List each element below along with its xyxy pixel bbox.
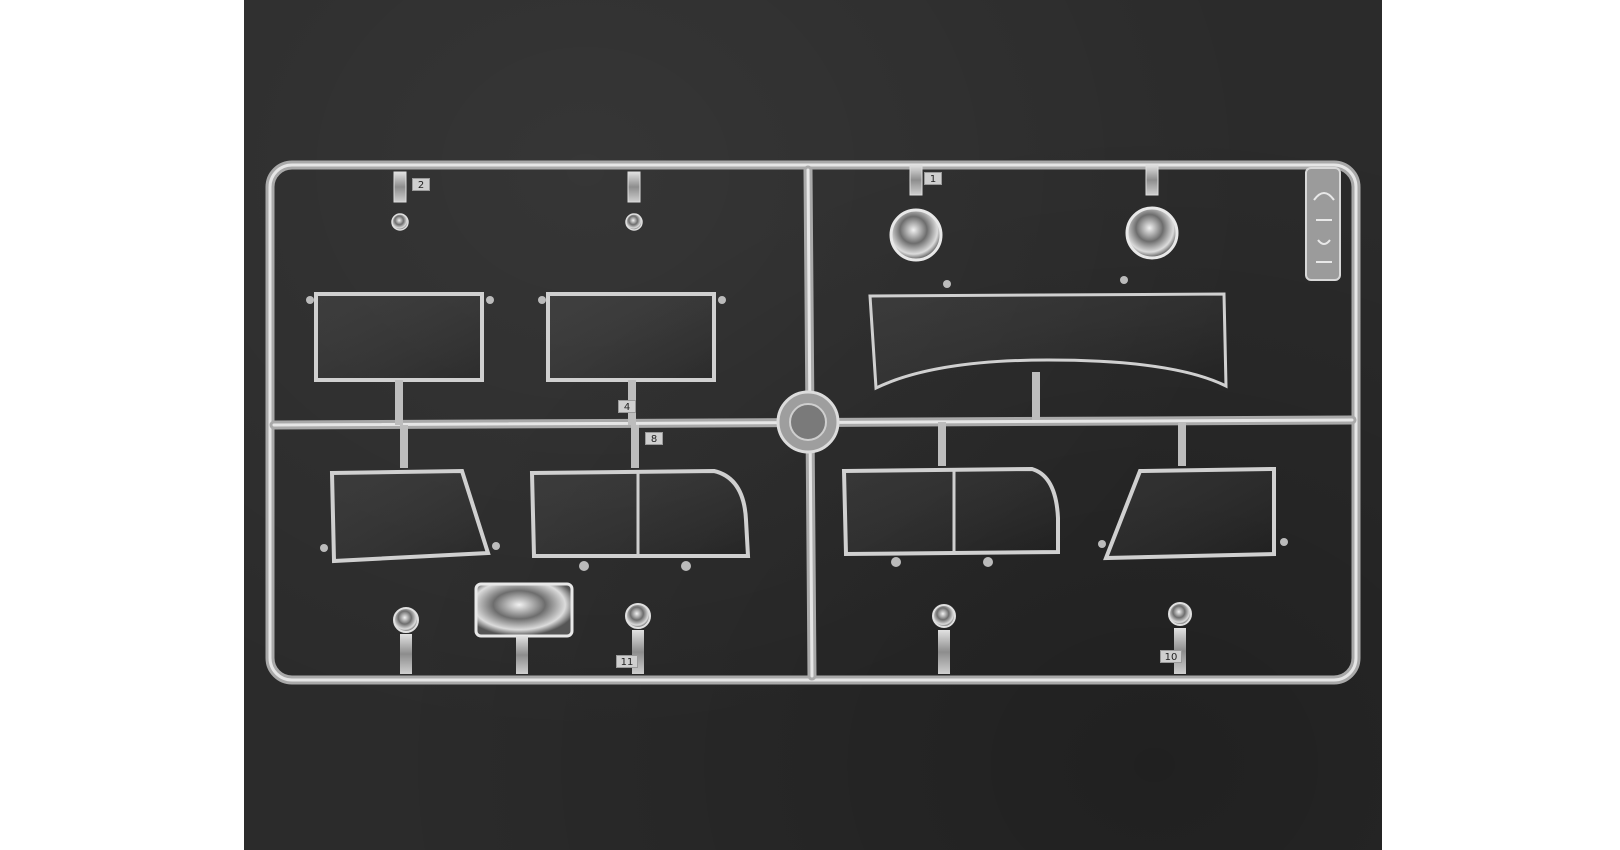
part-number-11: 11	[616, 655, 638, 668]
part-number-8: 8	[645, 432, 663, 445]
headlight-small-2	[625, 171, 643, 231]
lens-small-bottom-3	[932, 604, 956, 674]
headlight-lens-large-1	[889, 164, 943, 262]
sprue-center-hub	[776, 390, 840, 454]
part-number-4: 4	[618, 400, 636, 413]
side-window-2	[538, 292, 726, 425]
quarter-window-left	[320, 425, 500, 564]
headlight-small-1	[391, 171, 409, 231]
quarter-window-right	[1098, 422, 1288, 561]
part-number-2: 2	[412, 178, 430, 191]
door-window-left	[529, 425, 751, 571]
side-window-1	[306, 292, 494, 425]
part-number-1: 1	[924, 172, 942, 185]
part-number-10: 10	[1160, 650, 1182, 663]
door-window-right	[841, 422, 1060, 567]
sprue-photo: 1 2 4 8 10 11	[244, 0, 1382, 850]
brand-logo-tab	[1305, 167, 1341, 281]
headlight-lens-large-2	[1125, 164, 1179, 260]
windshield	[868, 276, 1228, 420]
clear-parts-sprue	[265, 160, 1361, 685]
lens-small-bottom-1	[393, 607, 419, 674]
license-lamp-lens	[474, 582, 574, 674]
